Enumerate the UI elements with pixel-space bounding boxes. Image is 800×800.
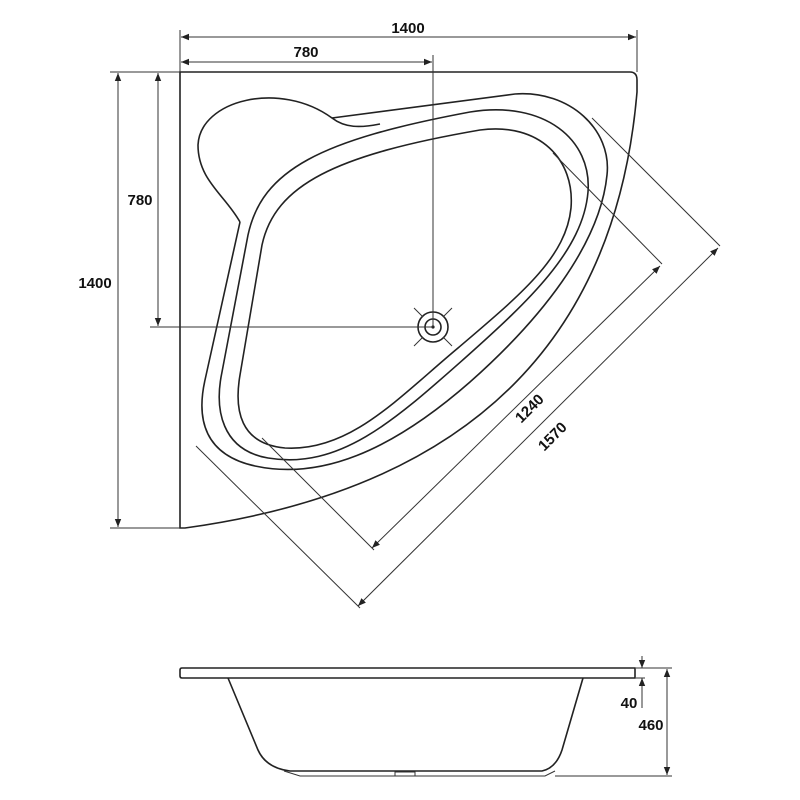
label-depth-drain: 780: [127, 192, 152, 209]
label-diag-inner: 1240: [512, 391, 548, 427]
headrest: [197, 97, 381, 223]
label-height: 460: [638, 717, 663, 734]
side-view: 40 460: [179, 656, 672, 777]
label-width-total: 1400: [391, 20, 424, 37]
top-view: 1400 780 780 1400 1240 1570: [78, 20, 721, 609]
rim-profile: [179, 667, 636, 679]
tub-body-profile: [227, 677, 584, 772]
label-width-drain: 780: [293, 44, 318, 61]
dim-line-diag-inner: [371, 265, 661, 549]
dim-line-diag-outer: [357, 247, 719, 607]
basin-inner-edge: [237, 128, 573, 449]
tub-outline: [179, 71, 638, 529]
rim-outer-edge: [201, 93, 609, 471]
label-rim-thickness: 40: [621, 695, 638, 712]
label-depth-total: 1400: [78, 275, 111, 292]
